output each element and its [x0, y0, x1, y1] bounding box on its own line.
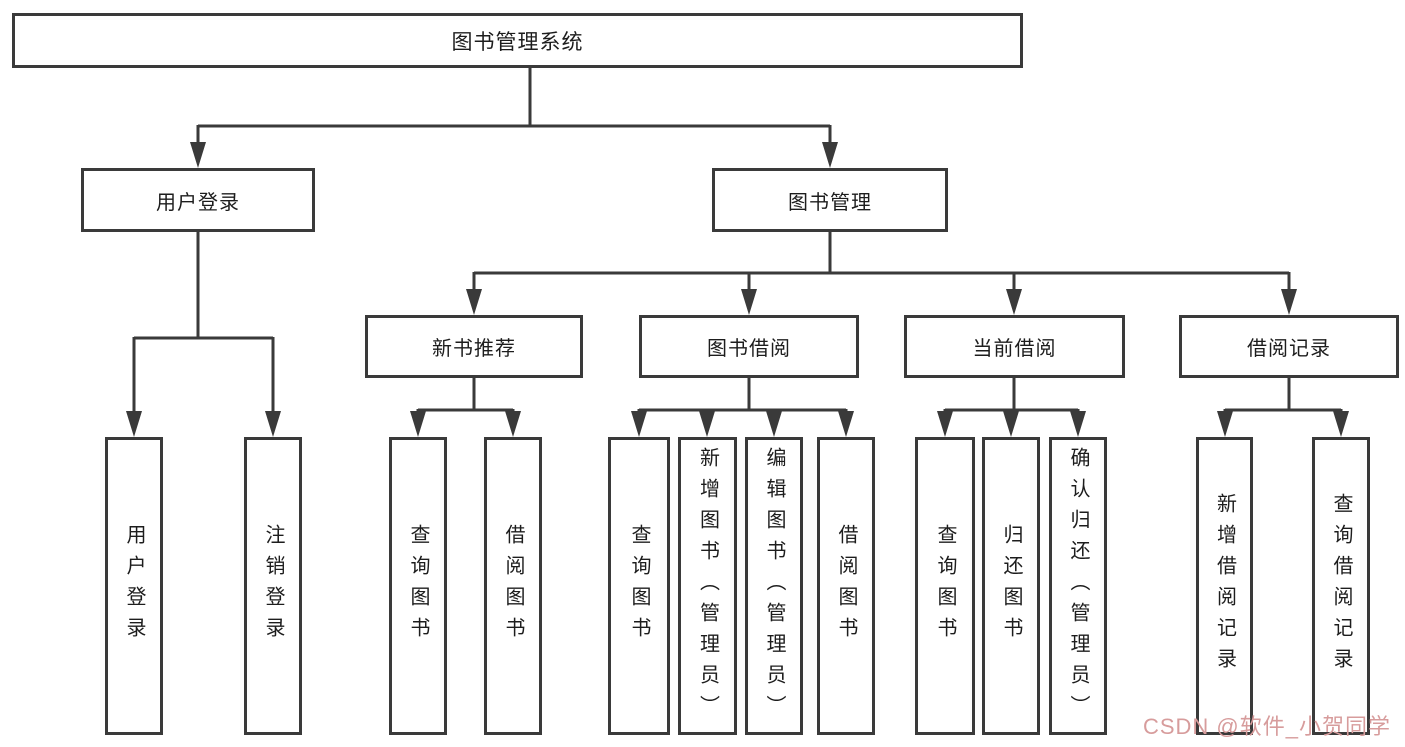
leaf-label: 新增图书（管理员）	[696, 446, 719, 726]
leaf-label: 查询图书	[934, 524, 956, 648]
leaf-logout: 注销登录	[244, 437, 302, 735]
node-book-management: 图书管理	[712, 168, 948, 232]
leaf-borrow-books-borrowing: 借阅图书	[817, 437, 875, 735]
leaf-query-borrow-record: 查询借阅记录	[1312, 437, 1370, 735]
leaf-label: 确认归还（管理员）	[1067, 446, 1089, 726]
leaf-label: 归还图书	[1000, 524, 1022, 648]
leaf-label: 借阅图书	[502, 524, 524, 648]
leaf-label: 查询借阅记录	[1330, 493, 1352, 679]
leaf-label: 新增借阅记录	[1213, 493, 1236, 679]
leaf-label: 查询图书	[628, 524, 650, 648]
leaf-query-books-recommend: 查询图书	[389, 437, 447, 735]
node-user-login: 用户登录	[81, 168, 315, 232]
leaf-confirm-return-admin: 确认归还（管理员）	[1049, 437, 1107, 735]
leaf-query-books-borrowing: 查询图书	[608, 437, 670, 735]
leaf-query-books-current: 查询图书	[915, 437, 975, 735]
leaf-borrow-books-recommend: 借阅图书	[484, 437, 542, 735]
node-current-borrowing: 当前借阅	[904, 315, 1125, 378]
node-book-borrowing: 图书借阅	[639, 315, 859, 378]
node-library-management-system: 图书管理系统	[12, 13, 1023, 68]
leaf-user-login: 用户登录	[105, 437, 163, 735]
leaf-label: 用户登录	[123, 524, 145, 648]
leaf-label: 借阅图书	[835, 524, 857, 648]
csdn-watermark: CSDN @软件_小贺同学	[1142, 714, 1391, 739]
leaf-edit-book-admin: 编辑图书（管理员）	[745, 437, 803, 735]
node-new-book-recommend: 新书推荐	[365, 315, 583, 378]
node-borrowing-records: 借阅记录	[1179, 315, 1399, 378]
leaf-label: 查询图书	[407, 524, 429, 648]
leaf-add-borrow-record: 新增借阅记录	[1196, 437, 1253, 735]
leaf-add-book-admin: 新增图书（管理员）	[678, 437, 737, 735]
leaf-return-books: 归还图书	[982, 437, 1040, 735]
leaf-label: 编辑图书（管理员）	[763, 446, 785, 726]
leaf-label: 注销登录	[262, 524, 284, 648]
